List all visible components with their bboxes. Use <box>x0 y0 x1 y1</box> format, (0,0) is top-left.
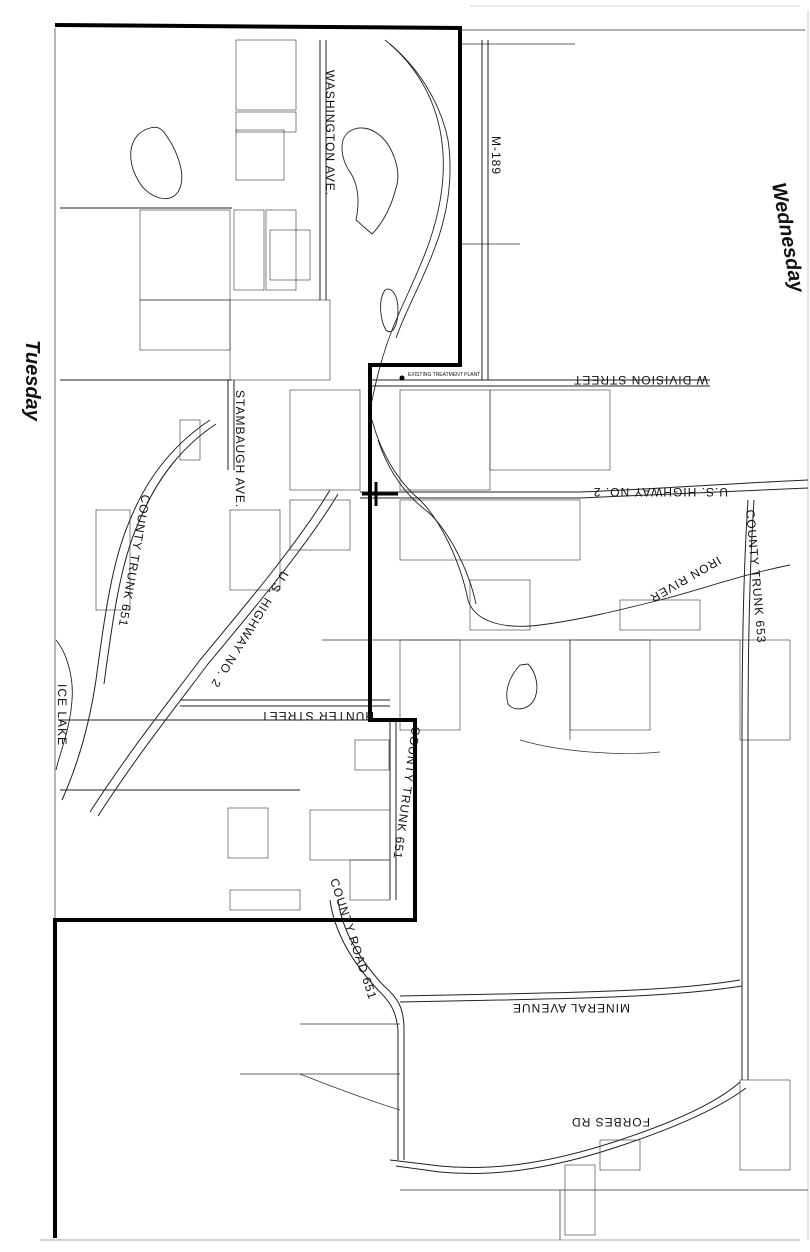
washington-ave-label: WASHINGTON AVE. <box>323 70 337 196</box>
road-network <box>60 40 809 1240</box>
county-trunk-651-west-label: COUNTY TRUNK 651 <box>116 493 153 628</box>
city-blocks <box>95 39 791 1236</box>
zone-label-wednesday: Wednesday <box>767 181 808 295</box>
zone-label-tuesday: Tuesday <box>21 340 43 422</box>
route-crossing-marker <box>362 482 398 506</box>
hunter-street-label: HUNTER STREET <box>260 709 374 723</box>
page-border <box>40 5 809 1241</box>
w-division-label: W DIVISION STREET <box>573 373 708 387</box>
us2-east-label: U.S. HIGHWAY NO. 2 <box>593 485 728 499</box>
county-trunk-653-label: COUNTY TRUNK 653 <box>743 509 769 644</box>
county-road-651-label: COUNTY ROAD 651 <box>327 877 380 1002</box>
mineral-ave-label: MINERAL AVENUE <box>512 1001 630 1015</box>
map-frame <box>54 28 805 920</box>
stambaugh-label: STAMBAUGH AVE. <box>233 390 247 508</box>
iron-river-label: IRON RIVER <box>647 553 723 605</box>
county-trunk-651-south-label: COUNTY TRUNK 651 <box>390 726 423 861</box>
m189-label: M-189 <box>489 136 503 175</box>
us2-west-label: U.S. HIGHWAY NO. 2 <box>208 568 291 690</box>
treatment-plant-marker: EXISTING TREATMENT PLANT <box>399 372 480 381</box>
water-features <box>55 39 791 771</box>
forbes-rd-label: FORBES RD <box>571 1115 650 1129</box>
ice-lake-label: ICE LAKE <box>55 684 69 746</box>
treatment-plant-label: EXISTING TREATMENT PLANT <box>408 372 480 378</box>
collection-route-boundary <box>53 23 462 1238</box>
